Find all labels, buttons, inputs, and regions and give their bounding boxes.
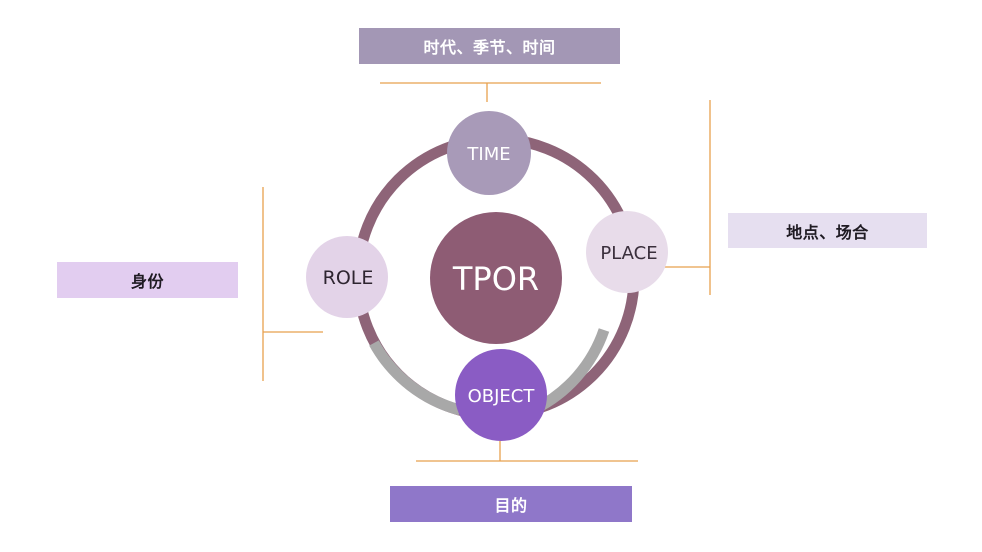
label-role: 身份 [57,262,238,298]
node-place-label: PLACE [600,243,657,264]
node-role-label: ROLE [323,267,374,289]
ring-arc-gray [369,340,462,416]
node-role [306,236,388,318]
node-object [455,349,547,441]
node-time [447,111,531,195]
node-time-label: TIME [466,144,510,165]
label-time: 时代、季节、时间 [359,28,620,64]
label-place: 地点、场合 [728,213,927,248]
node-object-label: OBJECT [468,386,536,407]
center-label: TPOR [452,260,539,298]
label-object: 目的 [390,486,632,522]
node-place [586,211,668,293]
center-circle [430,212,562,344]
